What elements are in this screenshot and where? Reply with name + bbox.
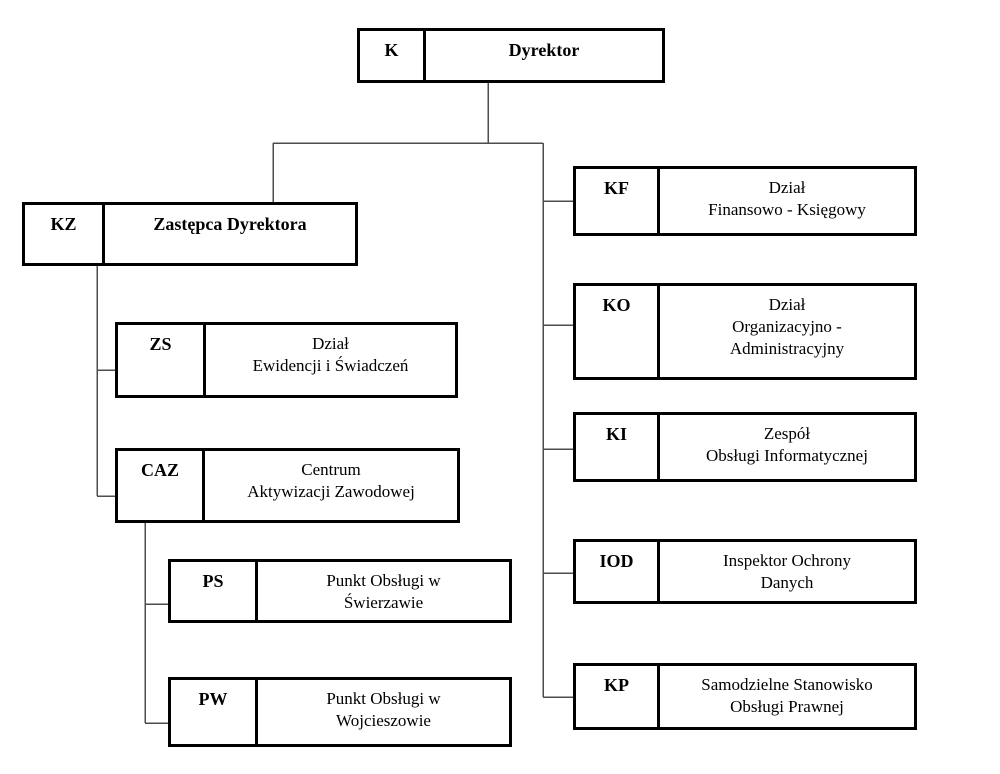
org-node-dyrektor: K Dyrektor [357, 28, 665, 83]
org-node-dzial-ewidencji: ZS Dział Ewidencji i Świadczeń [115, 322, 458, 398]
org-node-code: CAZ [118, 451, 205, 520]
org-node-code: PW [171, 680, 258, 744]
org-node-label: Punkt Obsługi w Wojcieszowie [326, 689, 441, 730]
org-node-label: Inspektor Ochrony Danych [723, 551, 851, 592]
org-node-label: Dyrektor [508, 40, 580, 60]
org-node-inspektor-ochrony-danych: IOD Inspektor Ochrony Danych [573, 539, 917, 604]
org-node-label: Dział Organizacyjno - Administracyjny [729, 295, 845, 358]
org-node-label: Samodzielne Stanowisko Obsługi Prawnej [701, 675, 873, 716]
org-node-label: Punkt Obsługi w Świerzawie [326, 571, 441, 612]
org-node-label: Centrum Aktywizacji Zawodowej [247, 460, 415, 501]
org-node-zespol-informatyczny: KI Zespół Obsługi Informatycznej [573, 412, 917, 482]
org-node-label: Zastępca Dyrektora [153, 214, 307, 234]
org-node-zastepca-dyrektora: KZ Zastępca Dyrektora [22, 202, 358, 266]
org-node-code: K [360, 31, 426, 80]
org-node-dzial-finansowo-ksiegowy: KF Dział Finansowo - Księgowy [573, 166, 917, 236]
org-node-label: Dział Finansowo - Księgowy [708, 178, 866, 219]
org-node-code: KZ [25, 205, 105, 263]
org-node-stanowisko-prawne: KP Samodzielne Stanowisko Obsługi Prawne… [573, 663, 917, 730]
org-node-label: Zespół Obsługi Informatycznej [706, 424, 868, 465]
org-node-code: KO [576, 286, 660, 377]
org-node-code: KI [576, 415, 660, 479]
org-node-code: ZS [118, 325, 206, 395]
org-node-code: KP [576, 666, 660, 727]
org-node-code: KF [576, 169, 660, 233]
org-node-code: IOD [576, 542, 660, 601]
org-node-punkt-swierzawa: PS Punkt Obsługi w Świerzawie [168, 559, 512, 623]
org-node-code: PS [171, 562, 258, 620]
org-node-label: Dział Ewidencji i Świadczeń [252, 334, 409, 375]
org-node-dzial-organizacyjno-administracyjny: KO Dział Organizacyjno - Administracyjny [573, 283, 917, 380]
org-node-centrum-aktywizacji: CAZ Centrum Aktywizacji Zawodowej [115, 448, 460, 523]
org-node-punkt-wojcieszow: PW Punkt Obsługi w Wojcieszowie [168, 677, 512, 747]
